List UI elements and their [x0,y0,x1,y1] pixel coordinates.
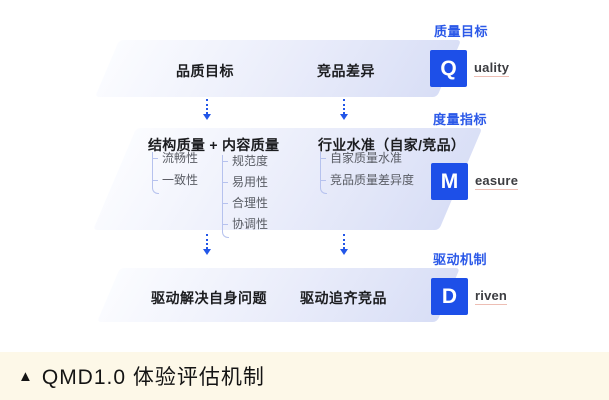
measure-badge-rest: easure [475,173,519,190]
subitem-own-quality-level: 自家质量水准 [321,152,414,165]
measure-left-group-title: 结构质量 + 内容质量 [148,137,280,153]
measure-side-label: 度量指标 [433,112,488,127]
content-quality-subitems: 规范度 易用性 合理性 协调性 [222,155,268,238]
measure-right-group-title: 行业水准（自家/竞品） [318,137,466,153]
structure-quality-subitems: 流畅性 一致性 [152,152,198,194]
arrow-down-icon [203,234,211,259]
subitem-standardization: 规范度 [223,155,268,168]
subitem-rationality: 合理性 [223,197,268,210]
footer-caption-bar: ▲ QMD1.0 体验评估机制 [0,352,609,400]
industry-level-subitems: 自家质量水准 竞品质量差异度 [320,152,414,194]
subitem-consistency: 一致性 [153,174,198,187]
quality-badge-icon: Q [430,50,467,87]
slide-title: QMD1.0 体验评估机制 [41,366,265,389]
subitem-fluency: 流畅性 [153,152,198,165]
cell-drive-catch-up: 驱动追齐竞品 [300,290,387,306]
subitem-coordination: 协调性 [223,218,268,231]
cell-drive-own-issues: 驱动解决自身问题 [151,290,267,306]
quality-band [95,40,462,97]
arrow-down-icon [203,99,211,124]
triangle-marker-icon: ▲ [18,367,33,385]
quality-badge-rest: uality [474,60,510,77]
driven-badge-rest: riven [475,288,508,305]
subitem-usability: 易用性 [223,176,268,189]
cell-competitor-diff: 竞品差异 [317,63,375,79]
arrow-down-icon [340,234,348,259]
driven-side-label: 驱动机制 [433,252,488,267]
cell-quality-goal: 品质目标 [176,63,234,79]
measure-badge-icon: M [431,163,468,200]
arrow-down-icon [340,99,348,124]
subitem-competitor-quality-gap: 竞品质量差异度 [321,174,414,187]
driven-badge-icon: D [431,278,468,315]
quality-side-label: 质量目标 [434,24,489,39]
